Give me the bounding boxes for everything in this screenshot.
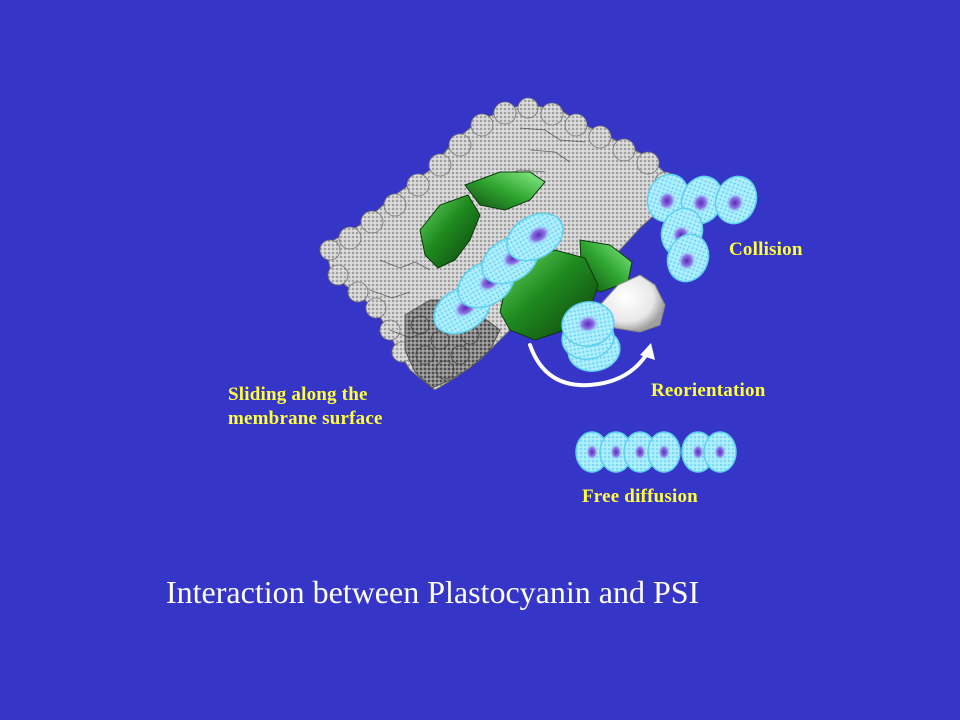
sliding-label: Sliding along the membrane surface <box>228 383 383 431</box>
psi-green-subunit-left <box>419 194 481 269</box>
sliding-label-line-1: Sliding along the <box>228 384 368 405</box>
free-diffusion-label: Free diffusion <box>582 486 698 507</box>
reorientation-label: Reorientation <box>651 380 766 401</box>
reorientation-arrow <box>528 343 655 388</box>
psi-green-subunit-upper <box>464 171 546 211</box>
plastocyanin-sliding-group <box>433 212 564 335</box>
psi-white-protrusion <box>599 274 666 333</box>
collision-label: Collision <box>729 239 803 260</box>
slide-title: Interaction between Plastocyanin and PSI <box>166 574 700 610</box>
plastocyanin-collision-group <box>646 173 758 283</box>
sliding-label-line-2: membrane surface <box>228 408 383 429</box>
plastocyanin-reorientation-group <box>561 301 621 372</box>
plastocyanin-free-group <box>575 431 737 473</box>
